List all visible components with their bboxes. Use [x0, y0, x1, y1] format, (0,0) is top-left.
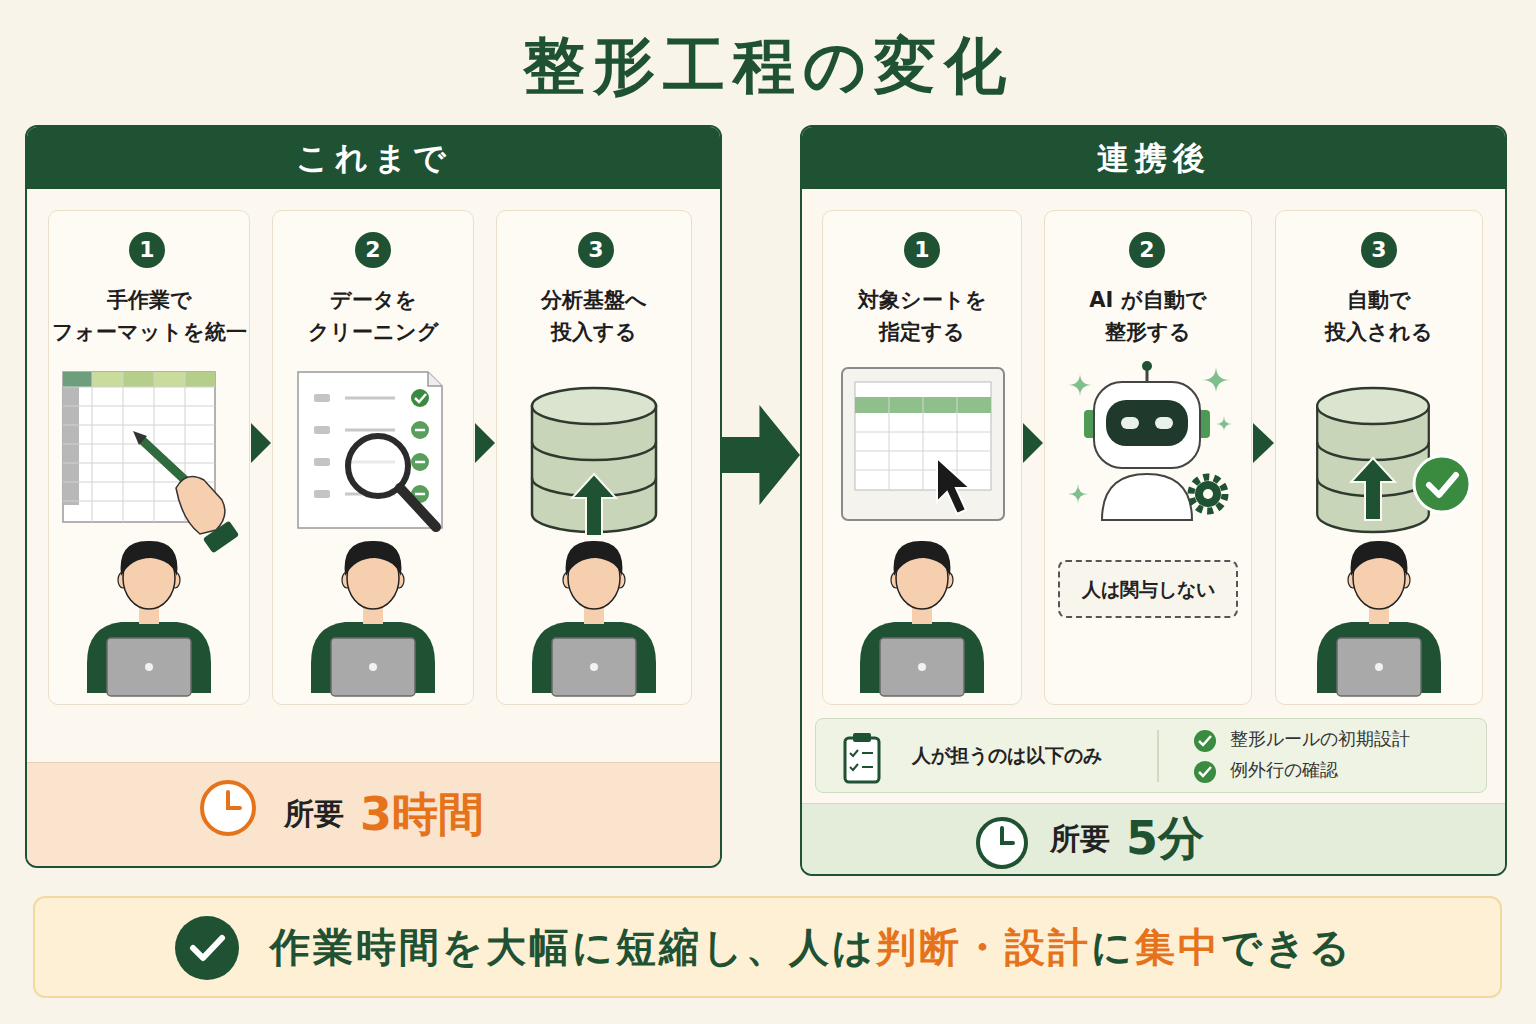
step-card: 分析基盤へ 投入する 3	[496, 210, 692, 705]
time-text: 5分	[1126, 808, 1204, 870]
callout-number: 3	[1361, 232, 1397, 268]
step-label: 手作業で フォーマットを統一	[51, 284, 247, 348]
note-text: 例外行の確認	[1230, 758, 1338, 782]
step-card: 手作業で フォーマットを統一 1	[48, 210, 250, 705]
step-number: 1	[129, 232, 165, 268]
time-text: 所要	[284, 794, 344, 835]
callout-number: 1	[904, 232, 940, 268]
callout-number: 2	[355, 232, 391, 268]
panel-heading: 連携後	[802, 127, 1505, 189]
step-number: 3	[1361, 232, 1397, 268]
time-band: 所要 3時間	[27, 762, 720, 866]
callout-number: 3	[578, 232, 614, 268]
note-text: 整形ルールの初期設計	[1230, 727, 1410, 751]
diagram-title: 整形工程の変化	[0, 26, 1536, 106]
step-label: 対象シートを 指定する	[847, 284, 997, 348]
step-label: データを クリーニング	[298, 284, 448, 348]
callout-number: 2	[1129, 232, 1165, 268]
summary-text: 判断・設計	[876, 920, 1091, 975]
dashed-note: 人は関与しない	[1058, 560, 1238, 618]
time-band: 所要 5分	[802, 803, 1505, 874]
step-number: 3	[578, 232, 614, 268]
note-text: 人は関与しない	[1060, 562, 1236, 616]
time-text: 所要	[1050, 819, 1110, 860]
summary-text: 作業時間を大幅に短縮し、人は	[270, 920, 876, 975]
note-text: 人が担うのは以下のみ	[912, 719, 1102, 792]
summary-banner: 作業時間を大幅に短縮し、人は判断・設計に集中できる	[33, 896, 1502, 998]
step-number: 2	[355, 232, 391, 268]
callout-number: 1	[129, 232, 165, 268]
step-number: 2	[1129, 232, 1165, 268]
summary-text: できる	[1221, 920, 1353, 975]
step-card: 自動で 投入される 3	[1275, 210, 1483, 705]
step-label: 自動で 投入される	[1304, 284, 1454, 348]
stage-panel: 連携後対象シートを 指定する1AI が自動で 整形する2人は関与しない自動で 投…	[800, 125, 1507, 876]
step-card: データを クリーニング 2	[272, 210, 474, 705]
step-label: AI が自動で 整形する	[1073, 284, 1223, 348]
step-number: 1	[904, 232, 940, 268]
step-card: 対象シートを 指定する 1	[822, 210, 1022, 705]
time-text: 3時間	[360, 784, 484, 846]
panel-heading: これまで	[27, 127, 720, 189]
stage-panel: これまで手作業で フォーマットを統一 1 データを クリーニング 2 分析基盤へ 投入す…	[25, 125, 722, 868]
step-label: 分析基盤へ 投入する	[519, 284, 669, 348]
summary-text: に	[1091, 920, 1135, 975]
summary-text: 集中	[1135, 920, 1221, 975]
step-card: AI が自動で 整形する 2 人は関与しない	[1044, 210, 1252, 705]
flow-arrow	[722, 405, 800, 505]
note-box: 人が担うのは以下のみ 整形ルールの初期設計例外行の確認	[815, 718, 1487, 793]
